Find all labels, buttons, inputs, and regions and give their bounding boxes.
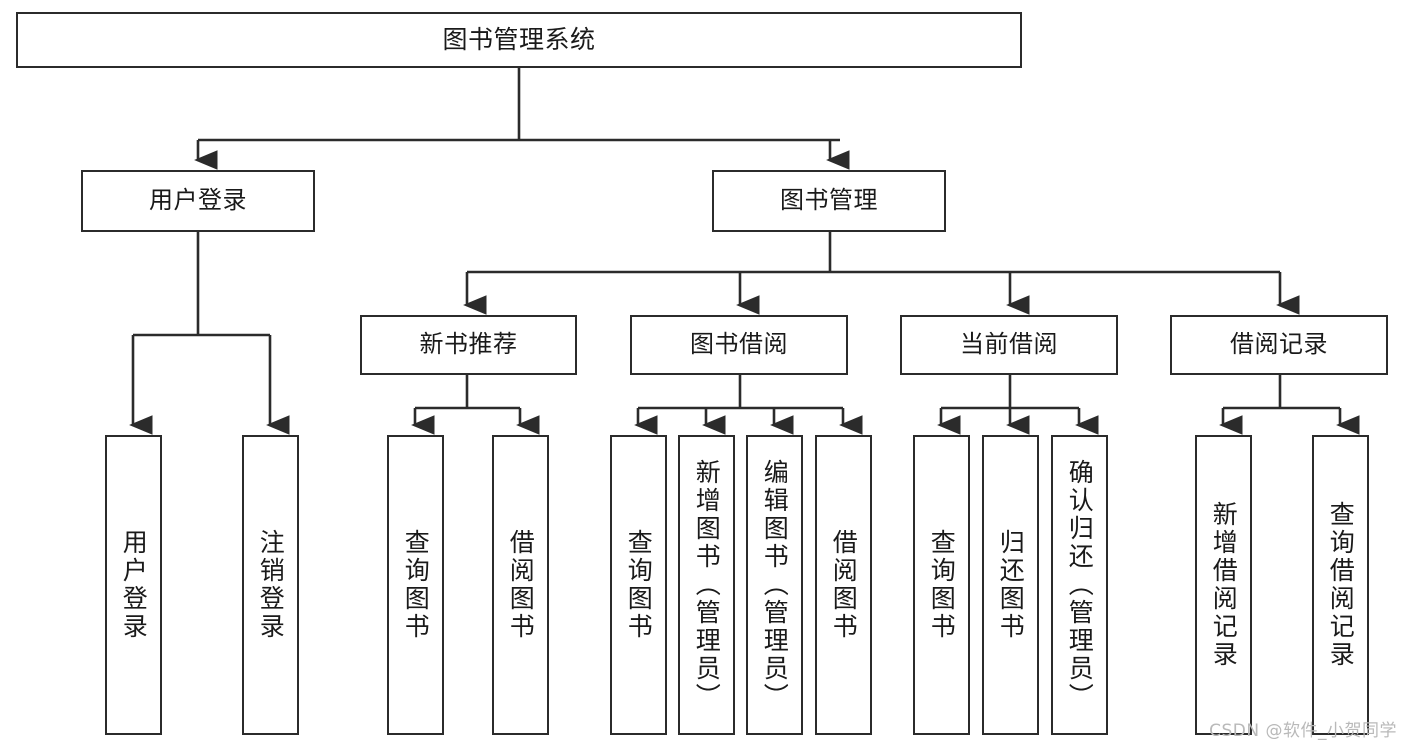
node-leaf-add-book-admin[interactable]: 新增图书（管理员） bbox=[678, 435, 735, 735]
node-label: 借阅图书 bbox=[829, 529, 859, 641]
node-label: 编辑图书（管理员） bbox=[760, 459, 790, 711]
node-label: 查询借阅记录 bbox=[1326, 501, 1356, 669]
node-label: 注销登录 bbox=[256, 529, 286, 641]
node-label: 新书推荐 bbox=[419, 330, 518, 359]
node-user-login[interactable]: 用户登录 bbox=[81, 170, 315, 232]
node-label: 归还图书 bbox=[996, 529, 1026, 641]
node-root-system[interactable]: 图书管理系统 bbox=[16, 12, 1022, 68]
node-label: 新增图书（管理员） bbox=[692, 459, 722, 711]
node-label: 图书管理系统 bbox=[442, 24, 596, 54]
node-leaf-user-login[interactable]: 用户登录 bbox=[105, 435, 162, 735]
node-leaf-confirm-return-admin[interactable]: 确认归还（管理员） bbox=[1051, 435, 1108, 735]
node-label: 查询图书 bbox=[401, 529, 431, 641]
node-label: 用户登录 bbox=[149, 186, 247, 215]
node-label: 用户登录 bbox=[119, 529, 149, 641]
node-label: 借阅图书 bbox=[506, 529, 536, 641]
node-leaf-query-borrow-record[interactable]: 查询借阅记录 bbox=[1312, 435, 1369, 735]
node-label: 查询图书 bbox=[927, 529, 957, 641]
node-book-borrow[interactable]: 图书借阅 bbox=[630, 315, 848, 375]
node-leaf-logout[interactable]: 注销登录 bbox=[242, 435, 299, 735]
node-label: 当前借阅 bbox=[960, 330, 1058, 359]
node-label: 新增借阅记录 bbox=[1209, 501, 1239, 669]
node-label: 图书管理 bbox=[780, 186, 878, 215]
node-leaf-add-borrow-record[interactable]: 新增借阅记录 bbox=[1195, 435, 1252, 735]
node-leaf-borrow-book[interactable]: 借阅图书 bbox=[815, 435, 872, 735]
node-label: 借阅记录 bbox=[1230, 330, 1328, 359]
node-label: 确认归还（管理员） bbox=[1065, 459, 1095, 711]
watermark-text: CSDN @软件_小贺同学 bbox=[1209, 721, 1397, 741]
node-current-borrow[interactable]: 当前借阅 bbox=[900, 315, 1118, 375]
node-leaf-return-book[interactable]: 归还图书 bbox=[982, 435, 1039, 735]
node-leaf-query-book-recommend[interactable]: 查询图书 bbox=[387, 435, 444, 735]
node-leaf-edit-book-admin[interactable]: 编辑图书（管理员） bbox=[746, 435, 803, 735]
node-label: 查询图书 bbox=[624, 529, 654, 641]
node-book-management[interactable]: 图书管理 bbox=[712, 170, 946, 232]
node-label: 图书借阅 bbox=[690, 330, 788, 359]
node-leaf-borrow-book-recommend[interactable]: 借阅图书 bbox=[492, 435, 549, 735]
node-borrow-records[interactable]: 借阅记录 bbox=[1170, 315, 1388, 375]
node-leaf-query-book[interactable]: 查询图书 bbox=[610, 435, 667, 735]
node-leaf-query-book-current[interactable]: 查询图书 bbox=[913, 435, 970, 735]
node-new-book-recommend[interactable]: 新书推荐 bbox=[360, 315, 577, 375]
